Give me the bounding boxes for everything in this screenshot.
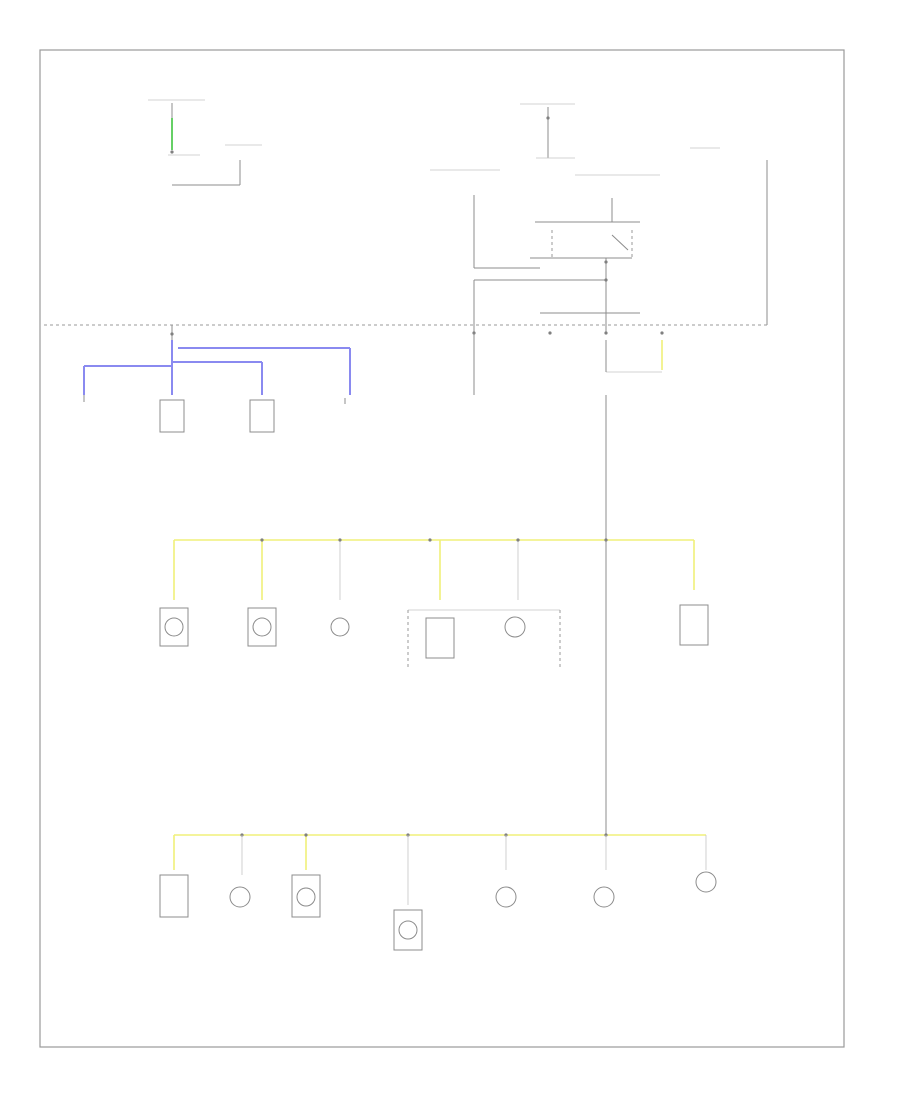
bottom-bulb-6 <box>593 886 615 908</box>
left-blue-distribution <box>83 325 351 433</box>
bottom-component-1 <box>159 874 189 918</box>
middle-component-6 <box>679 604 709 646</box>
bottom-yellow-bus <box>159 833 717 951</box>
left-component-1 <box>159 399 185 433</box>
bottom-bulb-7 <box>695 871 717 893</box>
page-frame <box>39 49 845 1048</box>
bottom-bulb-2 <box>229 886 251 908</box>
bottom-bulb-5 <box>495 886 517 908</box>
middle-bulb-3 <box>330 617 350 637</box>
left-component-2 <box>249 399 275 433</box>
middle-component-4 <box>425 617 455 659</box>
top-right-power-group <box>430 103 768 332</box>
middle-yellow-bus <box>159 538 709 835</box>
center-feed-group <box>472 331 664 540</box>
middle-bulb-5 <box>504 616 526 638</box>
top-left-fuse-group <box>148 99 262 186</box>
